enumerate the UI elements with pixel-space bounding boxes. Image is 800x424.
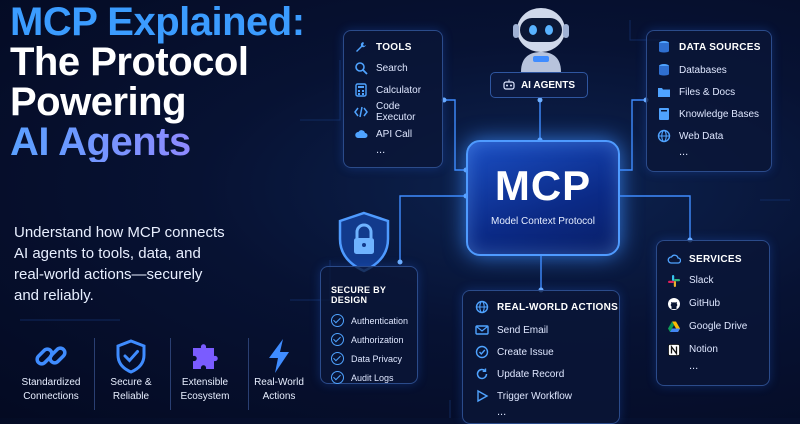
tools-title: TOOLS (376, 41, 412, 53)
action-item: Create Issue (497, 346, 554, 358)
feature-divider (94, 338, 95, 410)
feature-standardized: Standardized Connections (8, 336, 94, 404)
search-icon (354, 61, 368, 75)
actions-panel: REAL-WORLD ACTIONS Send Email Create Iss… (462, 290, 620, 424)
secure-title: SECURE BY DESIGN (331, 285, 387, 305)
github-icon (667, 297, 681, 311)
cloud-icon (354, 127, 368, 141)
feature-label-2: Reliable (112, 391, 150, 402)
feature-extensible: Extensible Ecosystem (162, 336, 248, 404)
service-item: Slack (689, 275, 714, 286)
feature-label-1: Extensible (181, 377, 229, 388)
code-icon (354, 105, 368, 119)
data-source-item: Files & Docs (679, 86, 736, 98)
secure-item: Authentication (351, 315, 409, 326)
feature-label-2: Actions (262, 391, 296, 402)
link-icon (35, 346, 67, 366)
action-item: Trigger Workflow (497, 390, 573, 402)
data-sources-more: ... (679, 146, 689, 158)
lightning-icon (269, 339, 289, 373)
feature-label-2: Connections (23, 391, 79, 402)
wrench-icon (354, 40, 368, 54)
play-icon (475, 389, 489, 403)
services-more: ... (689, 360, 699, 372)
tools-panel: TOOLS Search Calculator Code Executor AP… (343, 30, 443, 168)
feature-label-2: Ecosystem (180, 391, 230, 402)
services-title: SERVICES (689, 253, 742, 265)
calculator-icon (354, 83, 368, 97)
hero-line-4: AI Agents (10, 122, 305, 162)
tool-item: Search (376, 62, 408, 74)
mcp-title: MCP (494, 162, 592, 209)
check-circle-icon (331, 371, 344, 384)
subtitle-line: and reliably. (14, 287, 94, 304)
actions-title: REAL-WORLD ACTIONS (497, 301, 619, 313)
robot-icon (505, 0, 577, 77)
feature-label-1: Standardized (21, 377, 81, 388)
action-item: Send Email (497, 324, 549, 336)
data-sources-panel: DATA SOURCES Databases Files & Docs Know… (646, 30, 772, 172)
hero-line-2: The Protocol (10, 40, 249, 84)
mail-icon (475, 323, 489, 337)
database-icon (657, 40, 671, 54)
service-item: Google Drive (689, 321, 748, 332)
secure-panel: SECURE BY DESIGN Authentication Authoriz… (320, 266, 418, 384)
hero-line-3: Powering (10, 80, 187, 124)
shield-check-icon (116, 339, 146, 374)
feature-label-1: Secure & (110, 377, 152, 388)
hero-line-1: MCP Explained: (10, 0, 305, 44)
hero-title: MCP Explained: The Protocol Powering AI … (10, 2, 305, 162)
tool-item: Calculator (376, 84, 422, 96)
check-circle-icon (331, 314, 344, 327)
tool-item: Code Executor (376, 101, 416, 123)
ai-agents-node: AI AGENTS (490, 72, 588, 98)
check-circle-icon (331, 352, 344, 365)
secure-item: Authorization (351, 334, 404, 345)
puzzle-icon (193, 344, 218, 369)
feature-actions: Real-World Actions (236, 336, 322, 404)
secure-item: Audit Logs (351, 372, 394, 383)
folder-icon (657, 85, 671, 99)
hero-subtitle: Understand how MCP connects AI agents to… (14, 222, 254, 306)
subtitle-line: AI agents to tools, data, and (14, 245, 201, 262)
actions-more: ... (497, 406, 507, 418)
data-source-item: Web Data (679, 130, 724, 142)
mcp-core-node: MCP Model Context Protocol (466, 140, 620, 256)
globe-icon (657, 129, 671, 143)
tools-more: ... (376, 144, 386, 156)
feature-label-1: Real-World (254, 377, 304, 388)
secure-item: Data Privacy (351, 353, 403, 364)
ai-agents-label: AI AGENTS (520, 79, 576, 91)
tool-item: API Call (376, 128, 413, 140)
service-item: Notion (689, 344, 718, 355)
data-sources-title: DATA SOURCES (679, 41, 761, 53)
globe-icon (475, 300, 489, 314)
lock-shield-icon (336, 210, 392, 279)
refresh-icon (475, 367, 489, 381)
subtitle-line: Understand how MCP connects (14, 224, 225, 241)
feature-divider (248, 338, 249, 410)
services-panel: SERVICES Slack GitHub Google Drive Notio… (656, 240, 770, 386)
database-icon (657, 63, 671, 77)
google-drive-icon (667, 320, 681, 334)
ai-agents-icon (503, 79, 515, 91)
data-source-item: Databases (679, 64, 727, 76)
subtitle-line: real-world actions—securely (14, 266, 203, 283)
slack-icon (667, 274, 681, 288)
feature-divider (170, 338, 171, 410)
check-circle-icon (475, 345, 489, 359)
feature-secure: Secure & Reliable (88, 336, 174, 404)
mcp-subtitle: Model Context Protocol (491, 216, 595, 227)
action-item: Update Record (497, 368, 565, 380)
check-circle-icon (331, 333, 344, 346)
notion-icon (667, 343, 681, 357)
data-source-item: Knowledge Bases (679, 108, 760, 120)
book-icon (657, 107, 671, 121)
cloud-icon (667, 252, 681, 266)
service-item: GitHub (689, 298, 721, 309)
